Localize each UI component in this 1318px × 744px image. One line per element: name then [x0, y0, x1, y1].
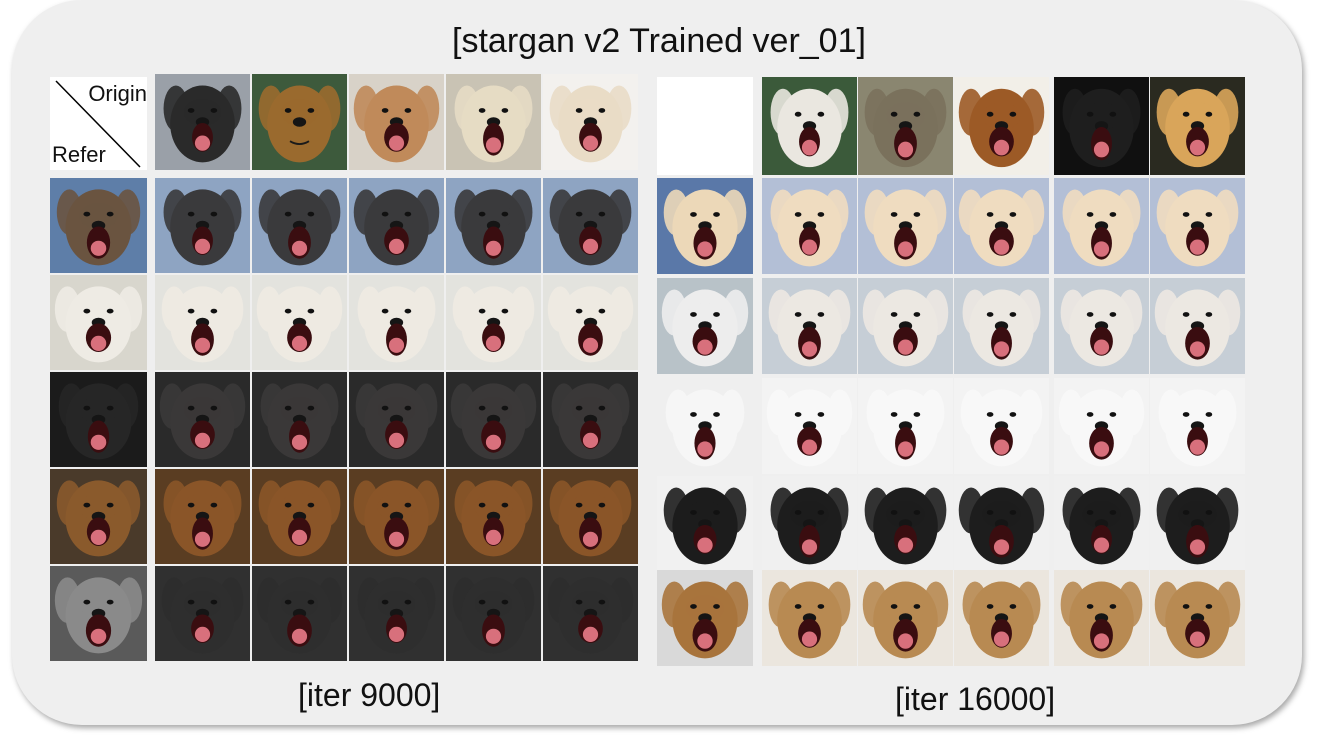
reference-image-black-lab	[657, 476, 753, 572]
generated-image	[446, 566, 541, 661]
empty-header-cell-right	[657, 77, 753, 175]
reference-image-grey-schnauzer	[50, 566, 147, 661]
reference-image-brown-dog-snarling	[50, 469, 147, 564]
generated-image	[954, 178, 1049, 274]
generated-image	[1150, 178, 1245, 274]
generated-image	[762, 378, 857, 474]
generated-image	[543, 178, 638, 273]
origin-image-brown-dog-smiling	[954, 77, 1049, 175]
generated-image	[155, 178, 250, 273]
generated-image	[1150, 278, 1245, 374]
diagonal-divider	[55, 80, 141, 168]
generated-image	[954, 278, 1049, 374]
generated-image	[1054, 476, 1149, 572]
generated-image	[446, 372, 541, 467]
generated-image	[954, 378, 1049, 474]
generated-image	[155, 372, 250, 467]
origin-label: Origin	[88, 81, 147, 106]
generated-image	[252, 566, 347, 661]
origin-image-cream-dog-yawning	[446, 74, 541, 170]
generated-image	[252, 275, 347, 370]
generated-image	[1150, 476, 1245, 572]
generated-image	[1054, 278, 1149, 374]
reference-image-cream-puppy	[657, 178, 753, 274]
generated-image	[858, 278, 953, 374]
reference-image-white-dog-yawning	[50, 275, 147, 370]
generated-image	[1150, 570, 1245, 666]
caption-iter-16000: [iter 16000]	[895, 681, 1056, 717]
generated-image	[1150, 378, 1245, 474]
origin-image-tan-dog-yawning	[349, 74, 444, 170]
origin-image-golden-puppy	[1150, 77, 1245, 175]
origin-image-black-wolf-dog	[1054, 77, 1149, 175]
generated-image	[155, 275, 250, 370]
generated-image	[1054, 378, 1149, 474]
generated-image	[446, 469, 541, 564]
origin-image-white-dog-yawning	[762, 77, 857, 175]
origin-image-grey-brown-dog	[858, 77, 953, 175]
generated-image	[543, 372, 638, 467]
reference-image-tan-hound-tongue	[657, 570, 753, 666]
generated-image	[446, 178, 541, 273]
figure-title: [stargan v2 Trained ver_01]	[452, 22, 866, 60]
refer-label: Refer	[52, 142, 106, 167]
generated-image	[954, 570, 1049, 666]
generated-image	[349, 275, 444, 370]
generated-image	[762, 570, 857, 666]
reference-image-brown-dog-yawning	[50, 178, 147, 273]
generated-image	[155, 469, 250, 564]
reference-image-white-maltese	[657, 378, 753, 474]
generated-image	[252, 372, 347, 467]
generated-image	[954, 476, 1049, 572]
generated-image	[252, 178, 347, 273]
generated-image	[858, 476, 953, 572]
generated-image	[155, 566, 250, 661]
generated-image	[349, 372, 444, 467]
generated-image	[858, 378, 953, 474]
generated-image	[543, 566, 638, 661]
generated-image	[858, 570, 953, 666]
generated-image	[543, 275, 638, 370]
generated-image	[858, 178, 953, 274]
reference-image-black-white-dog	[50, 372, 147, 467]
origin-image-boxer-brown	[252, 74, 347, 170]
generated-image	[1054, 570, 1149, 666]
reference-image-husky-puppy	[657, 278, 753, 374]
corner-header: Origin Refer	[50, 77, 147, 170]
origin-image-white-poodle-yawning	[543, 74, 638, 170]
generated-image	[252, 469, 347, 564]
generated-image	[349, 566, 444, 661]
caption-iter-9000: [iter 9000]	[298, 677, 441, 713]
generated-image	[762, 278, 857, 374]
generated-image	[349, 178, 444, 273]
generated-image	[1054, 178, 1149, 274]
generated-image	[349, 469, 444, 564]
generated-image	[543, 469, 638, 564]
origin-image-black-lab-yawning	[155, 74, 250, 170]
generated-image	[762, 178, 857, 274]
generated-image	[762, 476, 857, 572]
generated-image	[446, 275, 541, 370]
